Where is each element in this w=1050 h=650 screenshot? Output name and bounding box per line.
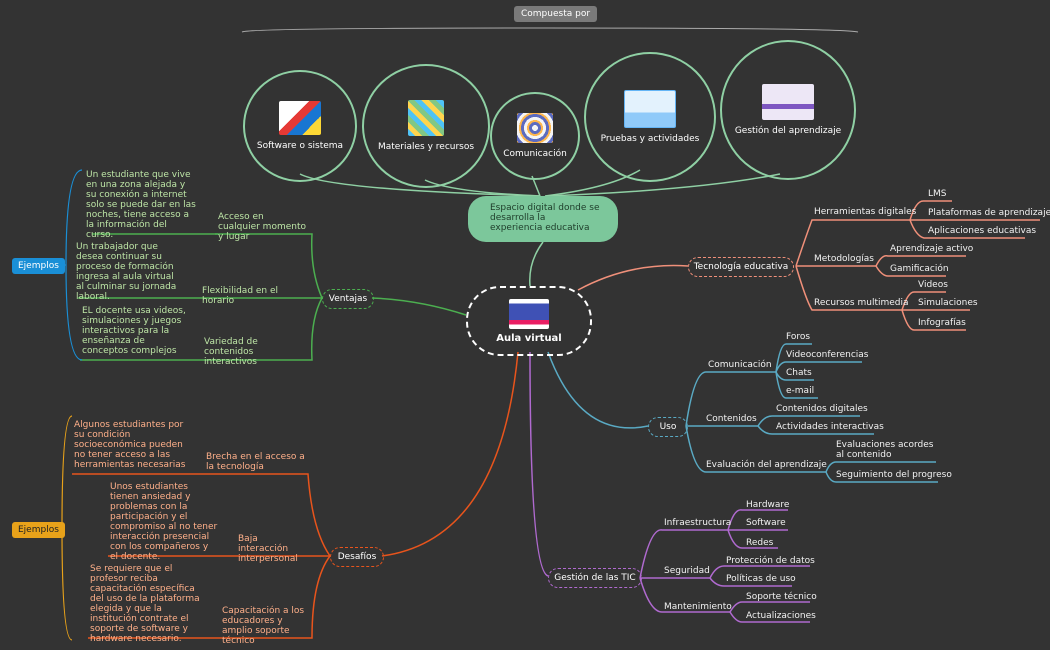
desafio-capacitacion: Capacitación a los educadores y amplio s…	[222, 606, 305, 646]
central-node-label: Aula virtual	[496, 332, 562, 344]
compuesta-por-tag: Compuesta por	[514, 6, 598, 22]
gestion-actualizaciones: Actualizaciones	[746, 611, 816, 621]
tec-recursos: Recursos multimedia	[814, 298, 909, 308]
gestion-politicas: Políticas de uso	[726, 574, 796, 584]
software-collage-icon	[279, 101, 321, 135]
desafio-capacitacion-example: Se requiere que el profesor reciba capac…	[90, 564, 200, 644]
tec-aprendizaje-activo: Aprendizaje activo	[890, 244, 974, 254]
uso-contenidos-digitales: Contenidos digitales	[776, 404, 868, 414]
tecnologia-label: Tecnología educativa	[693, 262, 789, 272]
ventajas-label: Ventajas	[328, 294, 368, 304]
desafios-node[interactable]: Desafíos	[330, 547, 384, 567]
bubble-label: Comunicación	[503, 149, 567, 159]
ventaja-variedad-example: EL docente usa videos, simulaciones y ju…	[82, 306, 186, 356]
uso-email: e-mail	[786, 386, 815, 396]
tec-simulaciones: Simulaciones	[918, 298, 978, 308]
uso-label: Uso	[659, 422, 677, 432]
tec-lms: LMS	[928, 189, 947, 199]
espacio-digital-box: Espacio digital donde se desarrolla la e…	[468, 196, 618, 242]
laptop-classroom-icon	[509, 298, 549, 329]
gestion-soporte: Soporte técnico	[746, 592, 817, 602]
gestion-tic-node[interactable]: Gestión de las TIC	[548, 568, 642, 588]
desafio-brecha-example: Algunos estudiantes por su condición soc…	[74, 420, 186, 470]
uso-chats: Chats	[786, 368, 812, 378]
communication-collage-icon	[517, 113, 553, 143]
ventajas-node[interactable]: Ventajas	[322, 289, 374, 309]
desafio-brecha: Brecha en el acceso a la tecnología	[206, 452, 305, 472]
desafios-ejemplos-tag: Ejemplos	[12, 522, 65, 538]
tec-videos: Videos	[918, 280, 948, 290]
uso-evaluaciones-acordes: Evaluaciones acordes al contenido	[836, 440, 934, 460]
tec-plataformas: Plataformas de aprendizaje	[928, 208, 1050, 218]
desafio-interaccion: Baja interacción interpersonal	[238, 534, 298, 564]
desafios-label: Desafíos	[337, 552, 377, 562]
gestion-infraestructura: Infraestructura	[664, 518, 732, 528]
gestion-proteccion: Protección de datos	[726, 556, 815, 566]
uso-node[interactable]: Uso	[648, 417, 688, 437]
gestion-tic-label: Gestión de las TIC	[554, 573, 636, 583]
bubble-label: Pruebas y actividades	[600, 134, 700, 144]
ventaja-variedad: Variedad de contenidos interactivos	[204, 337, 258, 367]
uso-comunicacion: Comunicación	[708, 360, 772, 370]
bubble-label: Software o sistema	[256, 141, 344, 151]
uso-foros: Foros	[786, 332, 811, 342]
gestion-redes: Redes	[746, 538, 774, 548]
ventaja-acceso-example: Un estudiante que vive en una zona aleja…	[86, 170, 196, 240]
uso-actividades: Actividades interactivas	[776, 422, 884, 432]
management-illustration-icon	[762, 84, 814, 120]
ventaja-flexibilidad: Flexibilidad en el horario	[202, 286, 279, 306]
bubble-label: Materiales y recursos	[377, 142, 475, 152]
bubble-pruebas: Pruebas y actividades	[584, 52, 716, 182]
uso-videoconferencias: Videoconferencias	[786, 350, 869, 360]
bubble-software: Software o sistema	[243, 70, 357, 182]
ventaja-flexibilidad-example: Un trabajador que desea continuar su pro…	[76, 242, 177, 302]
tec-aplicaciones: Aplicaciones educativas	[928, 226, 1037, 236]
uso-evaluacion: Evaluación del aprendizaje	[706, 460, 827, 470]
bubble-comunicacion: Comunicación	[490, 92, 580, 180]
materials-collage-icon	[408, 100, 444, 136]
gestion-software: Software	[746, 518, 786, 528]
gestion-hardware: Hardware	[746, 500, 790, 510]
bubble-materiales: Materiales y recursos	[362, 64, 490, 188]
gestion-mantenimiento: Mantenimiento	[664, 602, 732, 612]
espacio-digital-text: Espacio digital donde se desarrolla la e…	[490, 203, 600, 233]
gestion-seguridad: Seguridad	[664, 566, 710, 576]
tec-metodologias: Metodologías	[814, 254, 874, 264]
tests-illustration-icon	[624, 90, 676, 128]
uso-contenidos: Contenidos	[706, 414, 757, 424]
bubble-gestion-aprendizaje: Gestión del aprendizaje	[720, 40, 856, 180]
uso-seguimiento: Seguimiento del progreso	[836, 470, 952, 480]
tec-herramientas: Herramientas digitales	[814, 207, 917, 217]
central-node-aula-virtual[interactable]: Aula virtual	[466, 286, 592, 356]
tecnologia-node[interactable]: Tecnología educativa	[688, 257, 794, 277]
tec-infografias: Infografías	[918, 318, 966, 328]
tec-gamificacion: Gamificación	[890, 264, 949, 274]
ventajas-ejemplos-tag: Ejemplos	[12, 258, 65, 274]
bubble-label: Gestión del aprendizaje	[734, 126, 842, 136]
desafio-interaccion-example: Unos estudiantes tienen ansiedad y probl…	[110, 482, 218, 562]
ventaja-acceso: Acceso en cualquier momento y lugar	[218, 212, 307, 242]
